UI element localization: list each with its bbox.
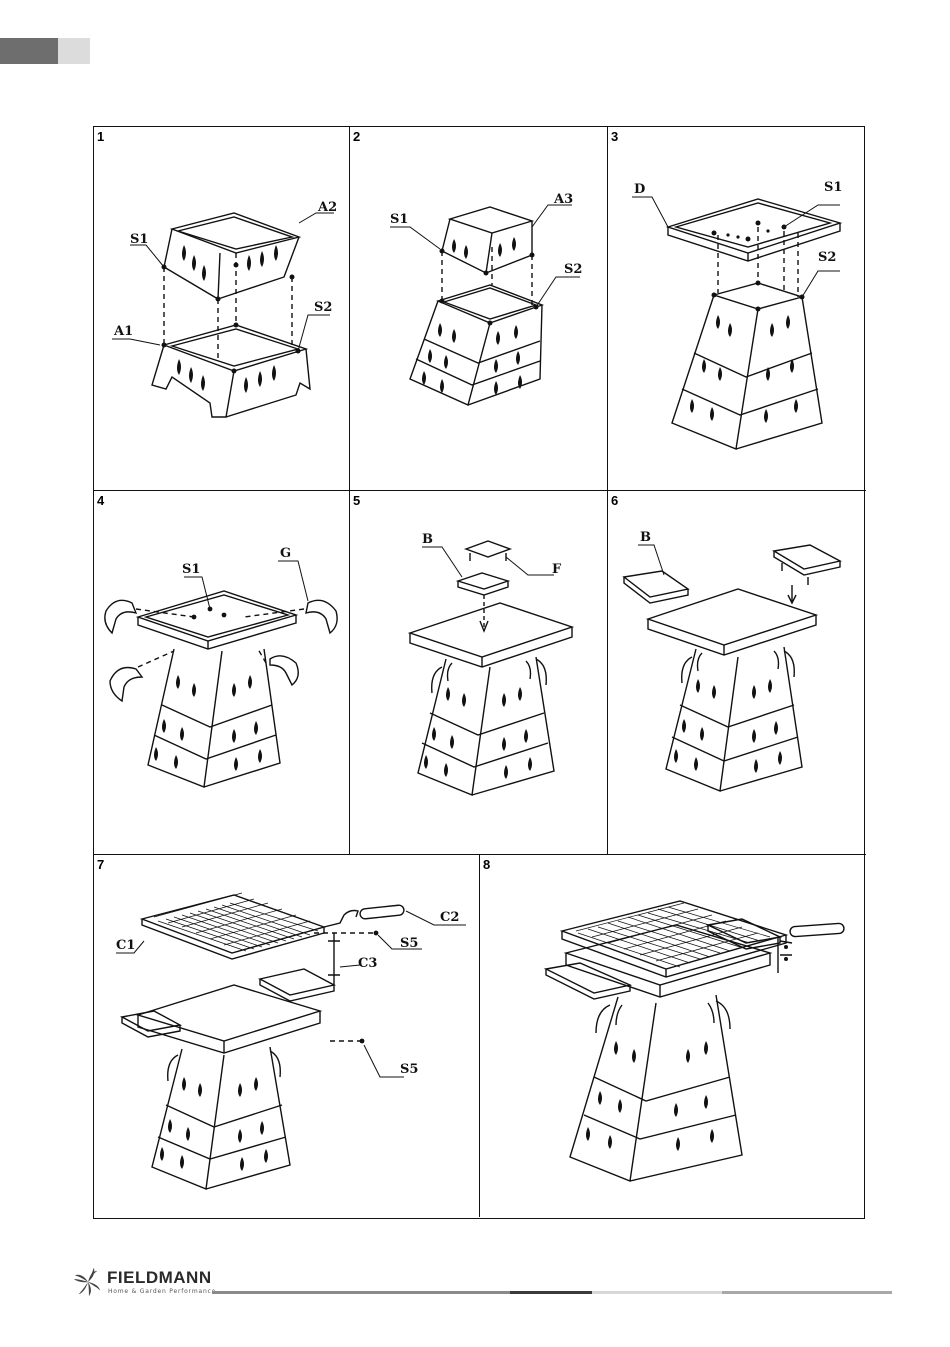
step-3-panel: 3 D: [608, 127, 866, 491]
step-2-illustration: A3 S1 S2: [350, 127, 608, 491]
step-4-panel: 4 S: [94, 491, 350, 855]
step-5-panel: 5 B F: [350, 491, 608, 855]
header-tab-light: [58, 38, 90, 64]
callout-label: S5: [400, 936, 418, 951]
callout-label: B: [422, 532, 433, 547]
callout-label: D: [634, 182, 645, 197]
header-tab-dark: [0, 38, 58, 64]
callout-label: S5: [400, 1062, 418, 1077]
callout-label: S2: [314, 300, 332, 315]
callout-label: A3: [553, 192, 573, 207]
step-6-panel: 6 B: [608, 491, 866, 855]
brand-name: FIELDMANN: [107, 1268, 212, 1288]
flame-cutouts: [177, 245, 278, 393]
callout-label: S2: [564, 262, 582, 277]
step-2-panel: 2 A3: [350, 127, 608, 491]
callout-label: S1: [182, 562, 200, 577]
step-1-panel: 1: [94, 127, 350, 491]
brand-tagline: Home & Garden Performance: [108, 1288, 216, 1295]
callout-label: S2: [818, 250, 836, 265]
footer-rule-4: [722, 1291, 892, 1294]
step-3-illustration: D S1 S2: [608, 127, 866, 491]
step-5-illustration: B F: [350, 491, 608, 855]
step-8-illustration: [480, 855, 866, 1217]
step-6-illustration: B: [608, 491, 866, 855]
step-8-panel: 8: [480, 855, 866, 1217]
step-4-illustration: S1 G: [94, 491, 350, 855]
callout-label: C2: [440, 910, 459, 925]
callout-label: F: [552, 562, 562, 577]
footer-rule-2: [510, 1291, 592, 1294]
callout-label: G: [280, 546, 291, 561]
step-7-illustration: C2 C1 S5 C3 S5: [94, 855, 480, 1217]
fan-swirl-icon: [70, 1266, 106, 1298]
assembly-diagram-grid: 1: [93, 126, 865, 1219]
callout-label: B: [640, 530, 651, 545]
callout-label: S1: [130, 232, 148, 247]
callout-label: C1: [116, 938, 135, 953]
callout-label: A1: [113, 324, 133, 339]
step-1-illustration: A2 S1 S2 A1: [94, 127, 350, 491]
callout-label: C3: [358, 956, 377, 971]
callout-label: S1: [824, 180, 842, 195]
footer-rule-3: [592, 1291, 722, 1294]
callout-label: S1: [390, 212, 408, 227]
step-7-panel: 7: [94, 855, 480, 1217]
callout-label: A2: [317, 200, 337, 215]
footer-rule-1: [212, 1291, 510, 1294]
